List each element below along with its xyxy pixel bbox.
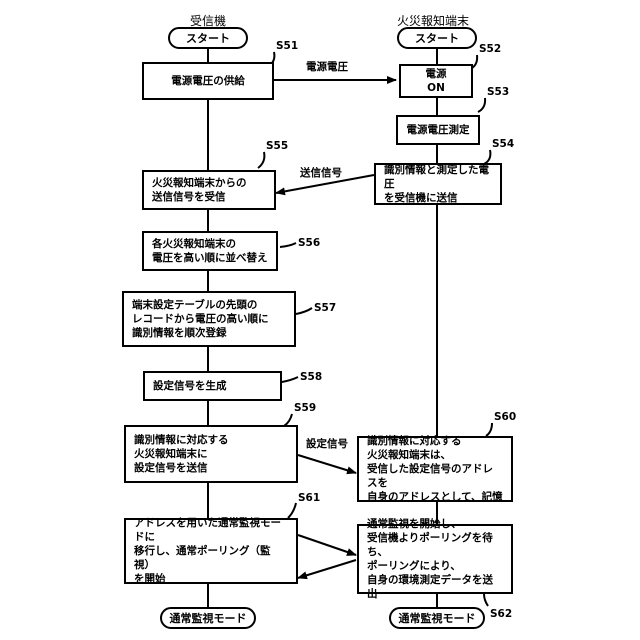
setting-signal-label: 設定信号 [306, 436, 348, 451]
step-s60-box: 識別情報に対応する 火災報知端末は、 受信した設定信号のアドレスを 自身のアドレ… [357, 436, 513, 502]
step-s51-label: S51 [276, 40, 298, 52]
step-s52-label: S52 [479, 43, 501, 55]
start-terminal-device: スタート [397, 27, 477, 49]
start-terminal-receiver: スタート [168, 27, 248, 49]
step-s59-box: 識別情報に対応する 火災報知端末に 設定信号を送信 [124, 425, 298, 483]
step-s62-box: 通常監視を開始し、 受信機よりポーリングを待ち、 ポーリングにより、 自身の環境… [357, 524, 513, 594]
power-voltage-label: 電源電圧 [306, 59, 348, 74]
step-s61-label: S61 [298, 492, 320, 504]
step-s61-box: アドレスを用いた通常監視モードに 移行し、通常ポーリング（監視） を開始 [124, 518, 298, 584]
step-s58-label: S58 [300, 371, 322, 383]
step-s58-box: 設定信号を生成 [143, 371, 282, 401]
step-s51-text: 電源電圧の供給 [171, 74, 245, 88]
step-s57-text: 端末設定テーブルの先頭の レコードから電圧の高い順に 識別情報を順次登録 [132, 298, 269, 340]
step-s57-label: S57 [314, 302, 336, 314]
step-s53-box: 電源電圧測定 [396, 115, 480, 145]
step-s61-text: アドレスを用いた通常監視モードに 移行し、通常ポーリング（監視） を開始 [134, 516, 288, 586]
send-signal-label: 送信信号 [300, 165, 342, 180]
step-s60-label: S60 [494, 411, 516, 423]
step-s58-text: 設定信号を生成 [153, 379, 227, 393]
step-s56-text: 各火災報知端末の 電圧を高い順に並べ替え [152, 237, 268, 265]
step-s51-box: 電源電圧の供給 [142, 62, 274, 100]
end-terminal-receiver: 通常監視モード [160, 607, 256, 629]
step-s54-label: S54 [492, 138, 514, 150]
setting-signal-arrow [298, 455, 356, 473]
step-s54-box: 識別情報と測定した電圧 を受信機に送信 [374, 163, 502, 205]
step-s62-text: 通常監視を開始し、 受信機よりポーリングを待ち、 ポーリングにより、 自身の環境… [367, 517, 503, 601]
step-s53-label: S53 [487, 86, 509, 98]
step-s55-box: 火災報知端末からの 送信信号を受信 [142, 170, 276, 210]
step-s59-label: S59 [294, 402, 316, 414]
monitor-start-arrow [298, 535, 356, 555]
step-s52-box: 電源 ON [399, 64, 473, 98]
step-s55-label: S55 [266, 140, 288, 152]
step-s60-text: 識別情報に対応する 火災報知端末は、 受信した設定信号のアドレスを 自身のアドレ… [367, 434, 503, 504]
step-s55-text: 火災報知端末からの 送信信号を受信 [152, 176, 247, 204]
step-s54-text: 識別情報と測定した電圧 を受信機に送信 [384, 163, 492, 205]
step-s56-box: 各火災報知端末の 電圧を高い順に並べ替え [142, 231, 278, 271]
end-terminal-device: 通常監視モード [389, 607, 485, 629]
step-s52-text: 電源 ON [426, 67, 447, 95]
step-s53-text: 電源電圧測定 [407, 123, 470, 137]
step-s56-label: S56 [298, 237, 320, 249]
step-s57-box: 端末設定テーブルの先頭の レコードから電圧の高い順に 識別情報を順次登録 [122, 291, 296, 347]
polling-return-arrow [298, 560, 356, 578]
step-s59-text: 識別情報に対応する 火災報知端末に 設定信号を送信 [134, 433, 229, 475]
step-s62-label: S62 [490, 608, 512, 620]
